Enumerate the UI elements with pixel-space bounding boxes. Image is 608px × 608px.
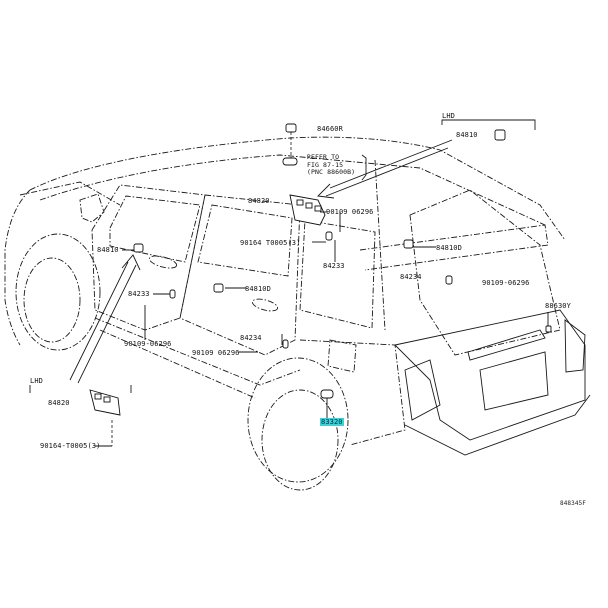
callout-90109-06296-d[interactable]: 90109 06296: [192, 349, 240, 357]
rear-hatch-outline: [394, 309, 586, 441]
roof-outline: [29, 136, 566, 241]
callout-84233-a[interactable]: 84233: [323, 262, 345, 270]
front-door-outline: [91, 184, 206, 331]
c-pillar: [374, 159, 386, 331]
front-door-handle: [148, 255, 178, 269]
arrow-to-door-switch: [69, 254, 141, 384]
callout-84810d-right[interactable]: 84810D: [436, 244, 462, 252]
callout-90164-t0005-b[interactable]: 90164-T0005(3): [40, 442, 101, 450]
rocker-sill: [94, 317, 301, 386]
lhd-switch-icon: [494, 129, 506, 141]
callout-84810d-mid[interactable]: 84810D: [245, 285, 271, 293]
rear-bumper: [404, 394, 591, 456]
refer-note: REFER TO FIG 87-15 (PNC 88600B): [307, 153, 356, 177]
leader-lines: [29, 119, 549, 447]
lhd-master-switch-icon: [89, 389, 121, 416]
rear-hatch-glass: [409, 189, 561, 356]
side-mirror: [79, 193, 105, 223]
note-line-2: FIG 87-15: [307, 160, 344, 169]
arrow-to-roof-console: [317, 139, 453, 199]
lhd-group-label-top: LHD: [442, 112, 455, 120]
rocker-sill-lower: [99, 329, 256, 399]
rear-quarter: [299, 339, 406, 446]
fuel-lid: [327, 339, 357, 373]
callout-90109-06296-b[interactable]: 90109-06296: [482, 279, 530, 287]
front-wheel-arch: [15, 233, 101, 351]
note-line-1: REFER TO: [307, 153, 340, 161]
quarter-window: [299, 219, 376, 329]
callout-90109-06296-a[interactable]: 90109 06296: [326, 208, 374, 216]
callout-84234-mid[interactable]: 84234: [240, 334, 262, 342]
rear-wheel-arch: [247, 357, 349, 483]
callout-84820-top[interactable]: 84820: [248, 197, 270, 205]
callout-90164-t0005-a[interactable]: 90164 T0005(3): [240, 239, 301, 247]
callout-84660R[interactable]: 84660R: [317, 125, 343, 133]
door-switch-icons: [133, 231, 552, 399]
callout-84820-lhd[interactable]: 84820: [48, 399, 70, 407]
callout-84810-lhd[interactable]: 84810: [456, 131, 478, 139]
callout-88630y[interactable]: 88630Y: [545, 302, 571, 310]
front-door-window: [109, 195, 201, 263]
rear-door-handle: [251, 298, 279, 312]
courtesy-switch-icon: [282, 123, 298, 166]
note-line-3: (PNC 88600B): [307, 168, 356, 176]
license-plate-recess: [479, 351, 549, 411]
front-hood: [4, 189, 31, 346]
callout-83320-highlighted[interactable]: 83320: [320, 418, 344, 426]
front-tire: [23, 257, 81, 343]
diagram-reference-code: 848345F: [560, 500, 586, 507]
tail-lamp: [404, 359, 441, 421]
callout-84810-left[interactable]: 84810: [97, 246, 119, 254]
tail-lamp-right: [564, 319, 586, 373]
rear-door-window: [197, 204, 293, 277]
roof-rail: [39, 154, 546, 226]
lhd-group-label-bottom: LHD: [30, 377, 43, 385]
callout-90109-06296-c[interactable]: 90109-06296: [124, 340, 172, 348]
window-switch-master-icon: [289, 194, 326, 226]
note-bracket: [361, 154, 367, 181]
rear-garnish: [467, 329, 546, 361]
rear-spoiler: [359, 224, 549, 271]
callout-84234-right[interactable]: 84234: [400, 273, 422, 281]
rear-door-outline: [179, 194, 301, 356]
rear-tire: [261, 389, 339, 491]
front-fender: [19, 181, 121, 206]
callout-84233-b[interactable]: 84233: [128, 290, 150, 298]
